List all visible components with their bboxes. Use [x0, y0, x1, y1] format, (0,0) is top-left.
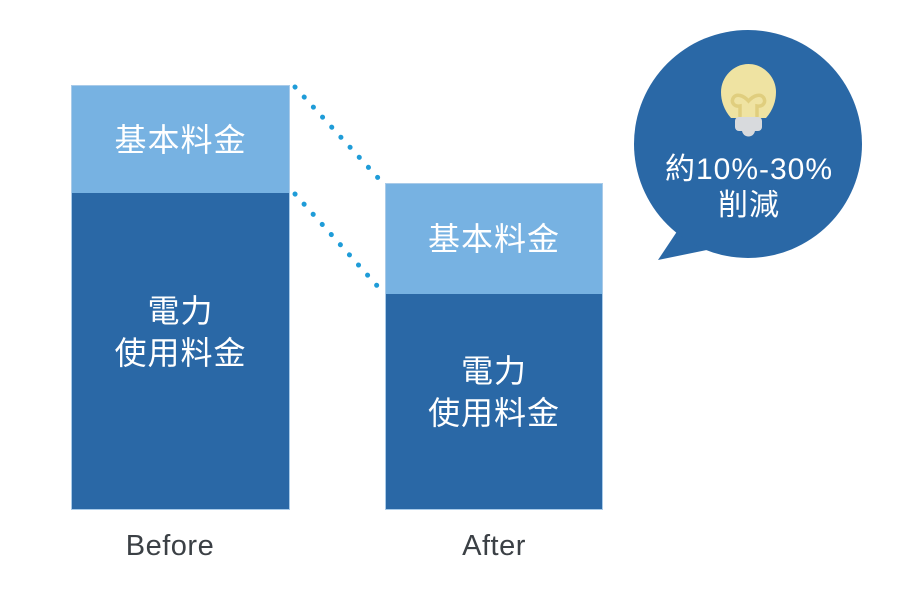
before-basic-fee-segment: 基本料金: [72, 86, 289, 193]
dotted-connector-top: [292, 84, 383, 183]
before-bar: 基本料金 電力 使用料金: [71, 85, 290, 510]
bulb-base: [735, 117, 762, 131]
callout-reduction-range: 約10%-30%: [664, 153, 834, 186]
speech-bubble-tail: [658, 218, 736, 260]
after-bar: 基本料金 電力 使用料金: [385, 183, 603, 510]
after-basic-fee-segment: 基本料金: [386, 184, 602, 294]
bulb-base-tip: [742, 123, 755, 137]
after-usage-fee-label-line2: 使用料金: [427, 394, 560, 431]
after-axis-label: After: [462, 530, 526, 562]
before-usage-fee-label-line2: 使用料金: [114, 335, 247, 371]
before-axis-label: Before: [125, 530, 215, 562]
after-basic-fee-label: 基本料金: [427, 221, 560, 257]
after-usage-fee-label-line1: 電力: [460, 352, 527, 389]
lightbulb-icon: [721, 64, 776, 137]
callout-bubble: [634, 30, 862, 260]
before-basic-fee-label: 基本料金: [114, 121, 247, 158]
callout-reduction-word: 削減: [718, 189, 780, 222]
before-usage-fee-label-line1: 電力: [147, 293, 214, 329]
after-usage-fee-segment: 電力 使用料金: [386, 294, 602, 509]
dotted-connector-bottom: [292, 191, 383, 292]
callout-text: 約10%-30% 削減: [628, 152, 870, 224]
before-usage-fee-segment: 電力 使用料金: [72, 193, 289, 509]
